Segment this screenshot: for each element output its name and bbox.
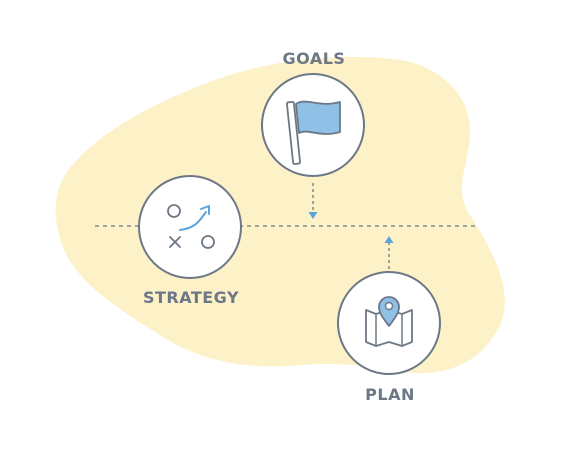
goals-label: GOALS (282, 49, 346, 68)
plan-node (337, 271, 441, 375)
goals-arrow (308, 183, 318, 219)
plan-label: PLAN (365, 385, 415, 404)
map-pin-icon (365, 296, 413, 347)
playbook-icon (167, 204, 215, 249)
goals-node (261, 73, 365, 177)
plan-arrow (384, 236, 394, 272)
strategy-label: STRATEGY (142, 288, 240, 307)
flag-icon (286, 100, 341, 165)
strategy-node (138, 175, 242, 279)
